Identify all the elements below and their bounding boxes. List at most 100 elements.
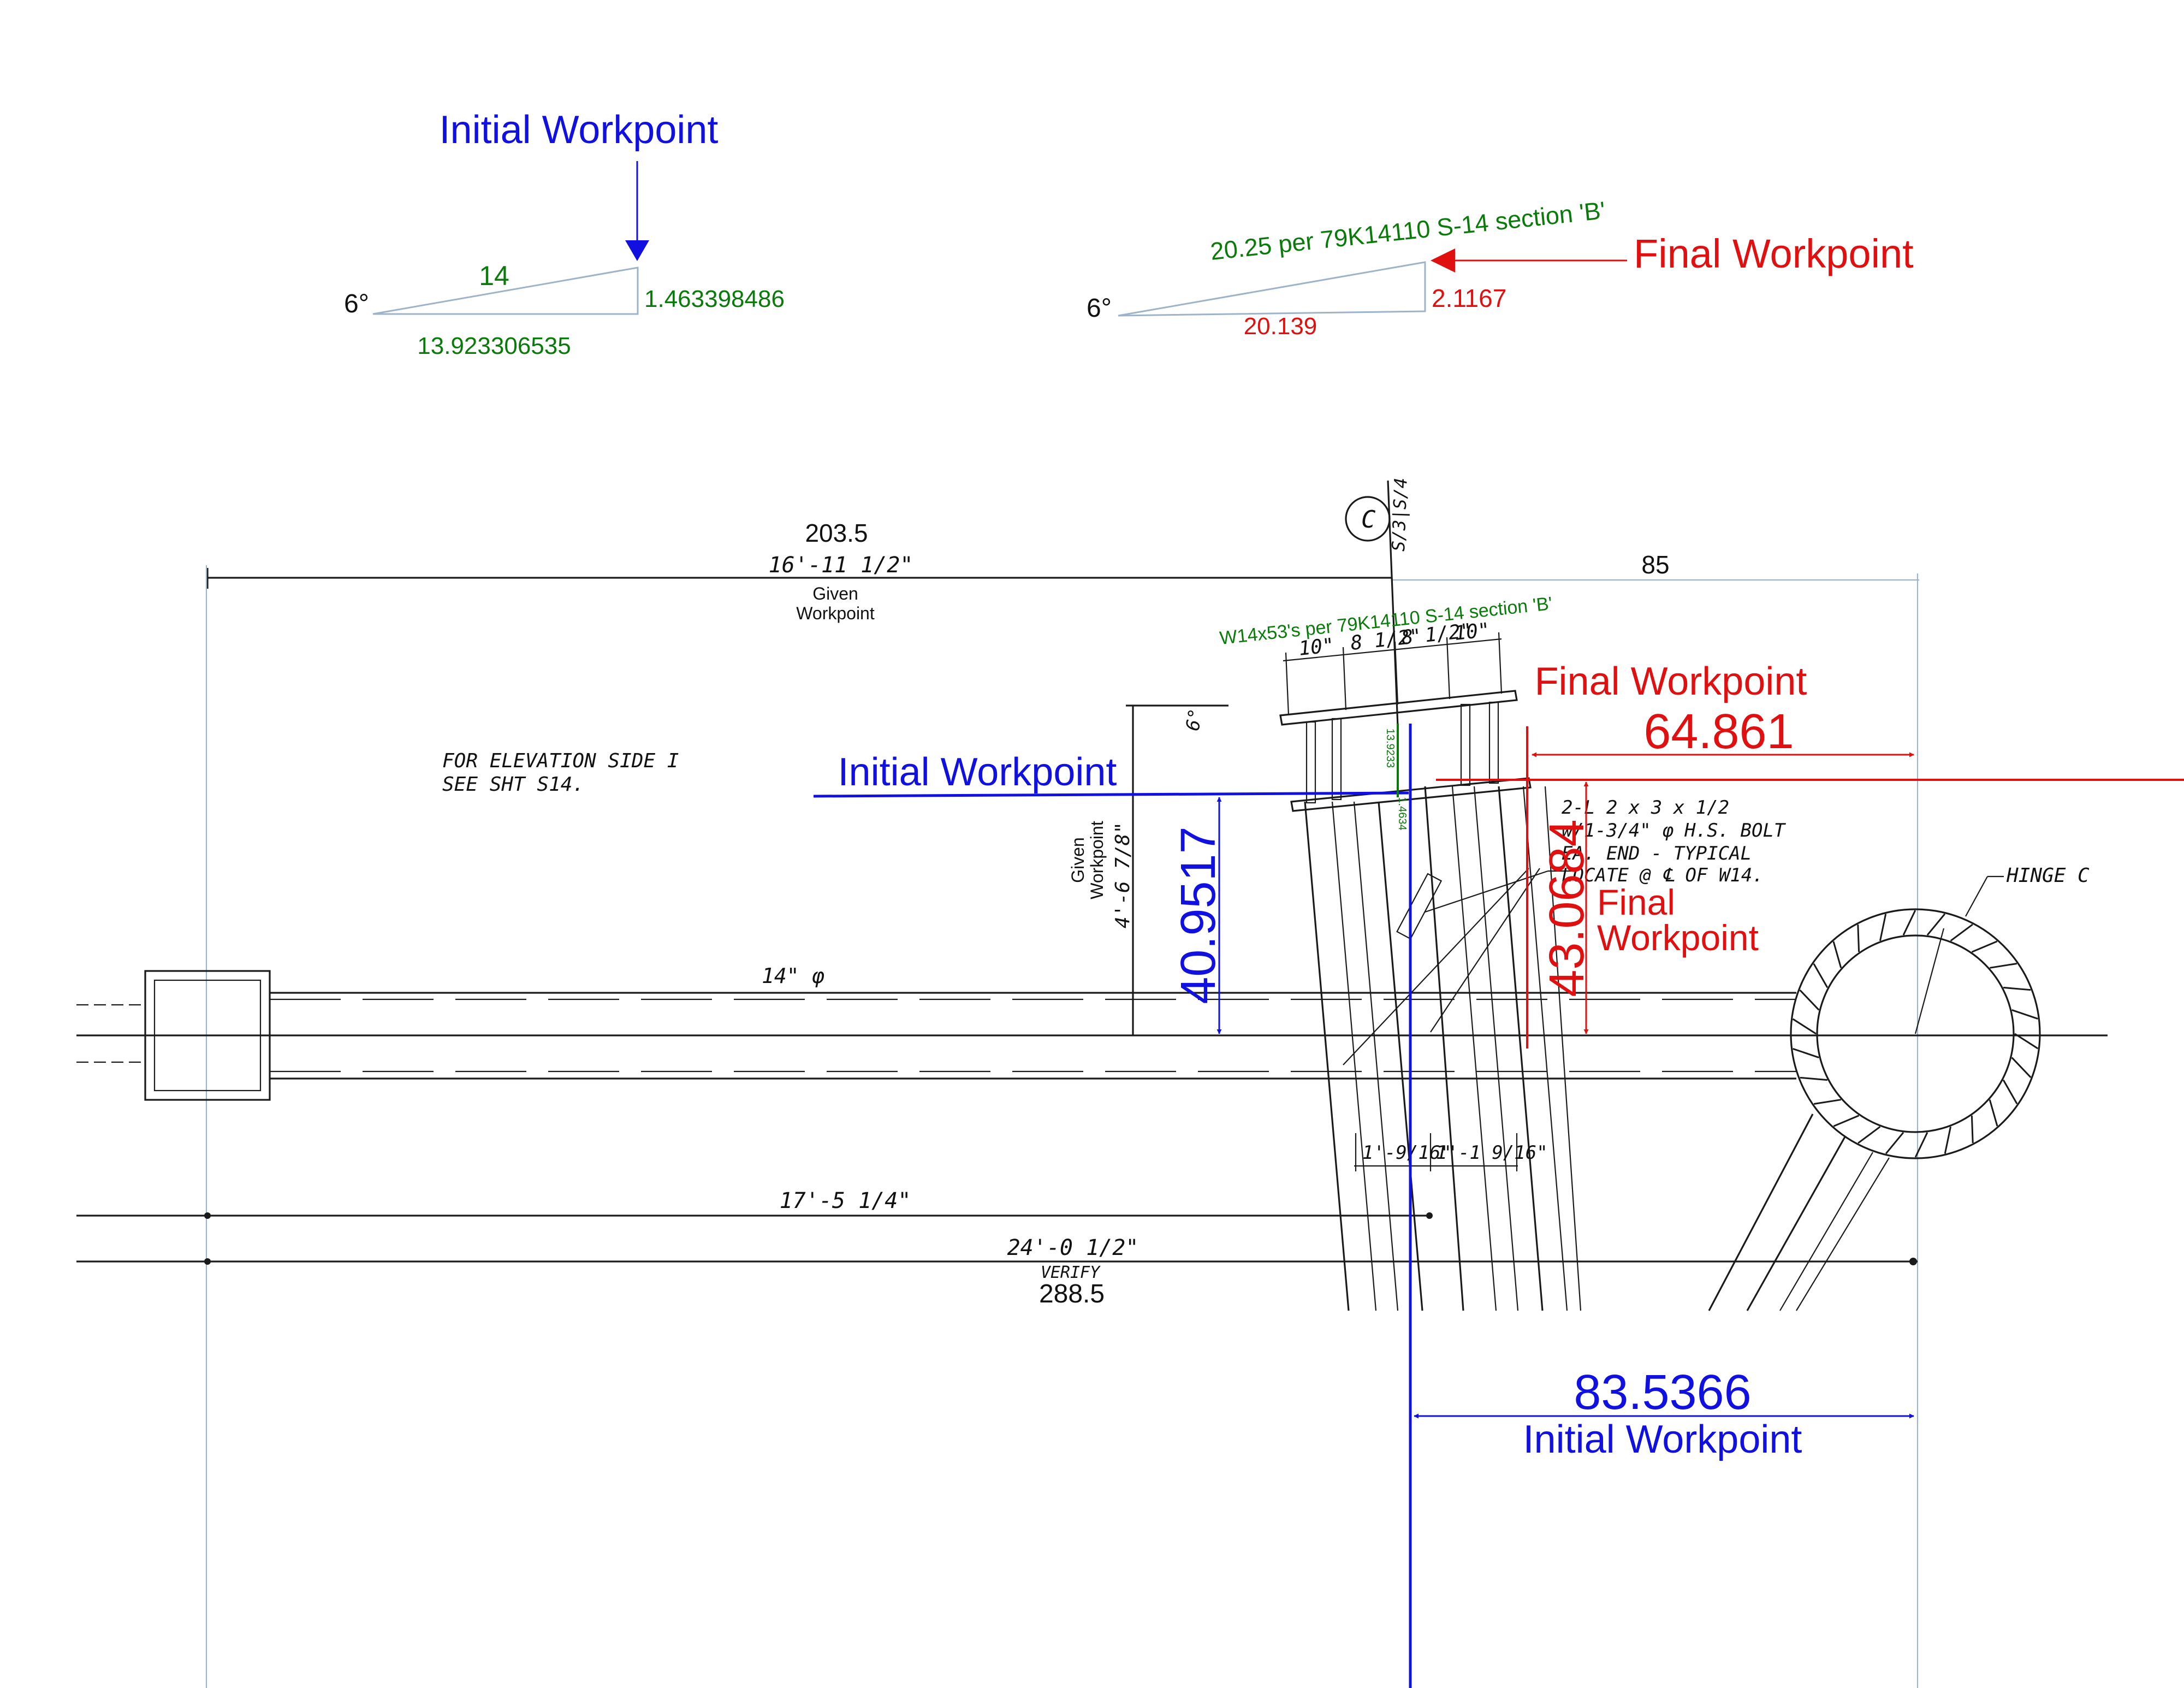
- plate-dim-tick-1: [1285, 652, 1290, 716]
- stiffener-2: [1331, 718, 1342, 801]
- plate-angle-6: 6°: [1182, 707, 1207, 732]
- final-vertical-value: 43.0684: [1540, 819, 1594, 997]
- pipe-size-label: 14" φ: [762, 964, 825, 988]
- dim-24-dot-right: [1909, 1258, 1917, 1265]
- beam-line-2: [1331, 801, 1377, 1311]
- hinge-hatch-line: [1885, 1132, 1904, 1154]
- stiffener-1: [1305, 721, 1316, 804]
- stiffener-4: [1488, 701, 1499, 784]
- dim-17-dot-left: [204, 1212, 211, 1219]
- initial-workpoint-triangle: Initial Workpoint 6° 14 1.463398486 13.9…: [344, 108, 785, 359]
- triangle-initial-title: Initial Workpoint: [440, 108, 719, 152]
- final-workpoint-triangle: 6° 20.25 per 79K14110 S-14 section 'B' 2…: [1087, 196, 1914, 340]
- hinge-hatch-line: [1989, 1099, 1998, 1127]
- initial-bottom-value: 83.5366: [1574, 1365, 1751, 1420]
- dim-17-label: 17'-5 1/4": [780, 1188, 911, 1213]
- initial-triangle-angle: 6°: [344, 289, 369, 318]
- final-triangle-shape: [1118, 261, 1426, 317]
- beam-line-4: [1378, 801, 1423, 1311]
- hinge-inner: [1816, 934, 2015, 1133]
- hinge-arm-4: [1796, 1157, 1890, 1311]
- beam-line-7: [1473, 786, 1519, 1311]
- given-workpoint-side-1: Given: [1068, 837, 1088, 883]
- hinge-hatch-line: [1793, 1048, 1819, 1058]
- hinge-hatch-line: [1799, 990, 1820, 1011]
- bolt-leader: [1425, 870, 1548, 913]
- dim-288-label: 288.5: [1039, 1280, 1105, 1308]
- bolt-note-line-4: LOCATE @ ℄ OF W14.: [1562, 864, 1764, 886]
- final-triangle-run: 20.139: [1244, 313, 1317, 340]
- bolt-plate: [1396, 873, 1443, 940]
- final-workpoint-side-1: Final: [1597, 882, 1675, 922]
- plate-dim-tick-5: [1498, 632, 1503, 694]
- hinge-arm-3: [1779, 1152, 1873, 1311]
- plate-dim-tick-2: [1342, 647, 1347, 710]
- top-plate: [1279, 690, 1518, 726]
- section-mark-line: [1387, 480, 1399, 727]
- final-triangle-rise: 2.1167: [1432, 284, 1506, 312]
- dim-24-label: 24'-0 1/2": [1007, 1235, 1139, 1260]
- hinge-hatch-line: [1832, 941, 1842, 968]
- hinge-hatch-line: [2002, 1079, 2018, 1104]
- hinge-leader: [1965, 876, 1988, 917]
- final-title-arrowhead: [1431, 248, 1455, 273]
- bolt-note-line-3: EA. END - TYPICAL: [1562, 843, 1752, 864]
- hinge-hatch-line: [2003, 986, 2031, 991]
- dim-16-11: 16'-11 1/2": [769, 553, 913, 578]
- hinge-hatch-line: [1989, 962, 2017, 969]
- hinge-hatch-line: [1950, 923, 1973, 942]
- hinge-hatch-line: [2014, 1033, 2039, 1050]
- hinge-hatch-line: [1857, 924, 1860, 952]
- beam-line-8: [1498, 786, 1544, 1311]
- hinge-hatch-line: [1902, 910, 1916, 935]
- beam-line-1: [1304, 801, 1350, 1311]
- hinge-arm-2: [1746, 1135, 1847, 1311]
- initial-workpoint-left-label: Initial Workpoint: [838, 750, 1117, 794]
- hinge-hatch-line: [1944, 1126, 1952, 1154]
- hinge-hatch-line: [2011, 1009, 2038, 1020]
- dim-85-label: 85: [1641, 550, 1669, 579]
- beam-line-10: [1544, 786, 1582, 1311]
- hinge-hatch-line: [1813, 963, 1829, 988]
- base-plate: [1290, 777, 1532, 812]
- hinge-label: HINGE C: [2006, 864, 2090, 887]
- hinge-outer: [1790, 908, 2041, 1159]
- hinge-hatch-line: [1971, 940, 1998, 953]
- stiffener-3: [1460, 703, 1471, 786]
- dim-203-label: 203.5: [805, 519, 868, 547]
- elevation-note-line-1: FOR ELEVATION SIDE I: [442, 750, 679, 772]
- hinge-hatch-line: [2011, 1057, 2032, 1078]
- hinge-hatch-line: [1792, 1018, 1817, 1035]
- bolt-note-line-2: w/1-3/4" φ H.S. BOLT: [1562, 820, 1787, 842]
- final-triangle-hypotenuse: 20.25 per 79K14110 S-14 section 'B': [1209, 196, 1606, 265]
- plate-dim-tick-4: [1446, 637, 1451, 700]
- dim-17-dot-right: [1426, 1212, 1433, 1219]
- elevation-note-line-2: SEE SHT S14.: [442, 773, 584, 796]
- hinge-hatch-line: [1926, 913, 1946, 936]
- hinge-hatch-line: [1879, 914, 1887, 941]
- brace-diag-2: [1430, 868, 1540, 1033]
- lower-dim-a: 1'-9/16": [1362, 1142, 1452, 1164]
- bolt-note-line-1: 2-L 2 x 3 x 1/2: [1562, 797, 1729, 819]
- final-workpoint-top-label: Final Workpoint: [1535, 660, 1807, 703]
- hinge-hatch-line: [1914, 1132, 1928, 1158]
- green-small-label-1: 13.9233: [1384, 728, 1396, 768]
- hinge-hatch-line: [1813, 1099, 1842, 1105]
- plate-dim-line: [1283, 638, 1502, 662]
- given-workpoint-top-1: Given: [812, 584, 858, 603]
- brace-diag-1: [1343, 868, 1529, 1065]
- scanned-linework: [76, 480, 2108, 1688]
- verify-label: VERIFY: [1041, 1263, 1101, 1282]
- beam-line-6: [1451, 786, 1497, 1311]
- hinge-hatch-line: [1971, 1115, 1974, 1144]
- initial-triangle-shape: [372, 266, 639, 315]
- section-sheet-label: S/3|S/4: [1388, 477, 1411, 552]
- plate-dim-10b: 10": [1453, 619, 1491, 645]
- beam-line-5: [1424, 786, 1464, 1311]
- beam-line-3: [1353, 801, 1399, 1311]
- hinge-arm-1: [1708, 1114, 1814, 1311]
- plate-dim-10a: 10": [1298, 634, 1336, 660]
- dim-vertical-label: 4'-6 7/8": [1112, 822, 1134, 928]
- given-workpoint-top-2: Workpoint: [796, 603, 875, 623]
